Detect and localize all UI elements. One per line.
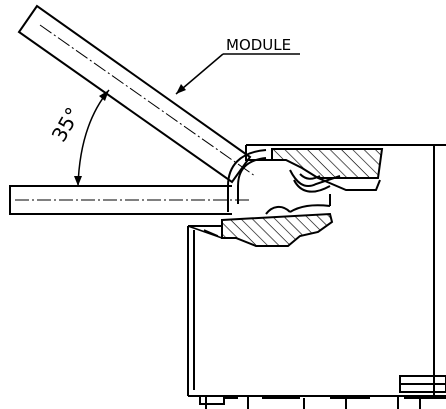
angle-arrow-bottom (74, 176, 82, 186)
connector-body (187, 145, 446, 397)
module-leader (175, 53, 300, 95)
module-label: MODULE (226, 36, 291, 54)
board-feet (199, 375, 446, 409)
angle-label: 35° (47, 103, 86, 146)
angle-dimension (74, 89, 110, 187)
upper-contact-spring (289, 169, 341, 193)
angle-arc (77, 89, 110, 187)
connector-housing-top (245, 144, 446, 191)
horizontal-module (9, 185, 232, 215)
angle-arrow-top (99, 90, 109, 101)
contact-nose (227, 149, 267, 212)
tilted-module (17, 4, 252, 184)
connector-housing-bottom (187, 212, 334, 247)
tilted-module-centerline (39, 24, 256, 177)
lower-contact-spring (265, 194, 331, 215)
